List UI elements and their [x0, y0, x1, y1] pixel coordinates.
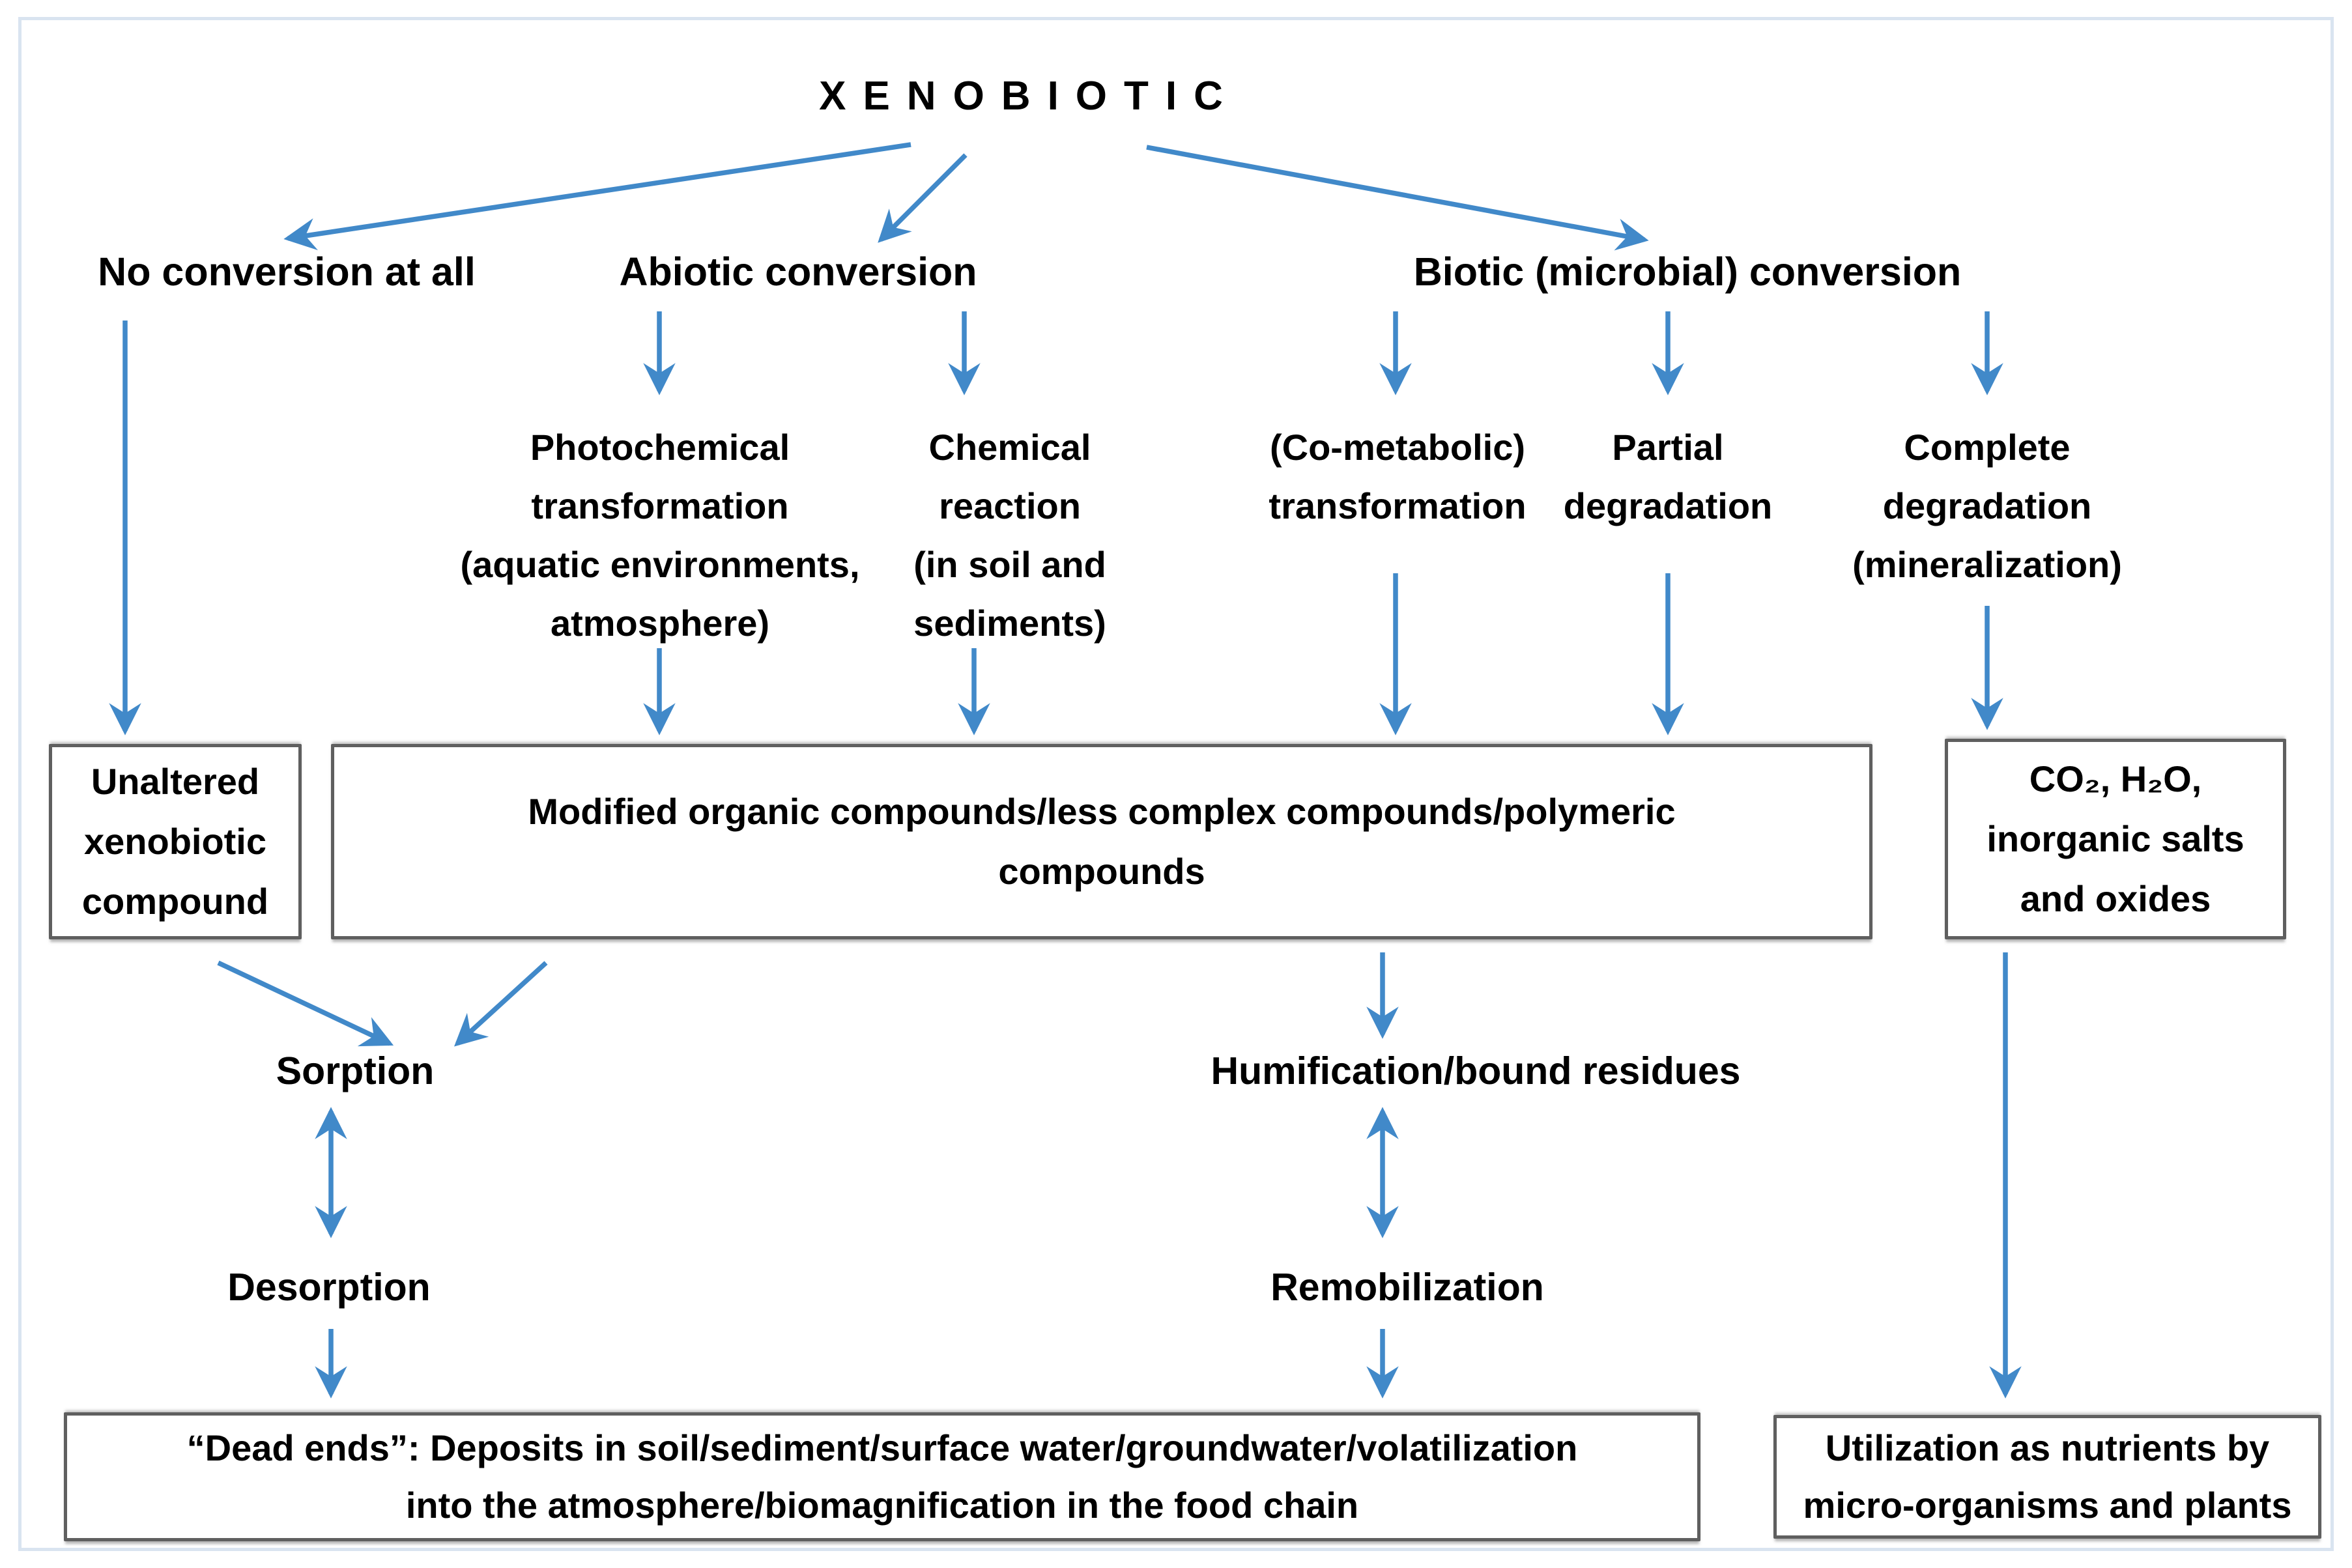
box-modified-compounds: Modified organic compounds/less complex …: [331, 744, 1872, 939]
box-mineral-line: inorganic salts: [1986, 818, 2244, 859]
pathway-photochemical-line: transformation: [531, 485, 789, 526]
pathway-chemical-line: (in soil and: [913, 544, 1106, 585]
pathway-photochemical: Photochemical transformation (aquatic en…: [430, 418, 890, 653]
pathway-partial-line: degradation: [1563, 485, 1773, 526]
arrow-title-to-biotic: [1146, 145, 1649, 251]
pathway-complete-line: degradation: [1882, 485, 2092, 526]
pathway-cometabolic-line: (Co-metabolic): [1270, 427, 1525, 468]
box-utilization-line: Utilization as nutrients by: [1825, 1427, 2270, 1468]
box-dead-ends: “Dead ends”: Deposits in soil/sediment/s…: [64, 1412, 1700, 1541]
box-unaltered-line: xenobiotic: [83, 821, 267, 862]
process-humification: Humification/bound residues: [1211, 1049, 1741, 1092]
pathway-partial: Partial degradation: [1512, 418, 1824, 535]
pathway-photochemical-line: (aquatic environments,: [460, 544, 860, 585]
box-unaltered-xenobiotic: Unaltered xenobiotic compound: [49, 744, 302, 939]
box-unaltered-line: compound: [81, 881, 269, 922]
pathway-complete: Complete degradation (mineralization): [1798, 418, 2176, 594]
pathway-photochemical-line: atmosphere): [550, 603, 770, 644]
box-mineral-line: CO₂, H₂O,: [2029, 758, 2202, 799]
process-remobilization: Remobilization: [1270, 1266, 1544, 1309]
box-unaltered-line: Unaltered: [91, 761, 260, 802]
pathway-cometabolic-line: transformation: [1269, 485, 1527, 526]
pathway-chemical-line: Chemical: [928, 427, 1091, 468]
pathway-complete-line: Complete: [1904, 427, 2071, 468]
box-dead-ends-line: into the atmosphere/biomagnification in …: [405, 1485, 1359, 1526]
pathway-photochemical-line: Photochemical: [530, 427, 790, 468]
arrow-title-to-no-conversion: [283, 142, 911, 251]
process-desorption: Desorption: [227, 1266, 431, 1309]
arrow-unaltered-to-sorption: [217, 960, 394, 1047]
pathway-cometabolic: (Co-metabolic) transformation: [1173, 418, 1622, 535]
box-utilization: Utilization as nutrients by micro-organi…: [1773, 1415, 2321, 1539]
diagram-title: XENOBIOTIC: [819, 74, 1240, 119]
pathway-chemical-line: reaction: [939, 485, 1081, 526]
branch-abiotic-conversion: Abiotic conversion: [619, 249, 977, 294]
branch-biotic-conversion: Biotic (microbial) conversion: [1413, 249, 1962, 294]
box-dead-ends-line: “Dead ends”: Deposits in soil/sediment/s…: [186, 1427, 1578, 1468]
pathway-chemical-line: sediments): [913, 603, 1106, 644]
pathway-partial-line: Partial: [1612, 427, 1724, 468]
arrow-title-to-abiotic: [878, 153, 968, 243]
pathway-chemical: Chemical reaction (in soil and sediments…: [801, 418, 1218, 653]
arrow-modified-to-sorption: [454, 961, 548, 1047]
box-mineral-line: and oxides: [2020, 878, 2211, 919]
box-utilization-line: micro-organisms and plants: [1803, 1485, 2292, 1526]
box-modified-line: compounds: [998, 851, 1205, 892]
box-modified-line: Modified organic compounds/less complex …: [528, 791, 1676, 832]
box-mineral-products: CO₂, H₂O, inorganic salts and oxides: [1945, 739, 2286, 939]
process-sorption: Sorption: [276, 1049, 435, 1092]
branch-no-conversion: No conversion at all: [98, 249, 476, 294]
pathway-complete-line: (mineralization): [1852, 544, 2122, 585]
